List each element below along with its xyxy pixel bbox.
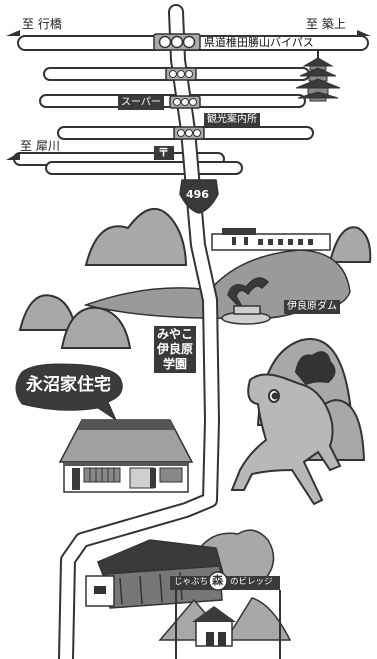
school-label-line-1: みやこ [157,327,194,341]
hill [60,306,132,349]
arrow-right-tsuiki [357,30,371,36]
pagoda-icon [295,50,341,102]
nagae-house-icon [58,419,194,493]
school-label: みやこ 伊良原 学園 [154,326,197,373]
deer-icon [230,351,342,506]
village-label-prefix: じゃぶち [174,577,209,587]
village-label-kanji: 森 [212,574,223,587]
route-shield [179,179,219,214]
school-label-line-3: 学園 [163,357,188,371]
school-label-line-2: 伊良原 [157,342,194,356]
hill [18,294,78,331]
hill [328,226,372,263]
dam-wall [211,228,331,251]
post-office-sign [154,146,174,160]
post-office-icon: 〒 [158,146,169,159]
bypass-road-label: 県道椎田勝山バイパス [204,36,314,49]
traffic-signals [153,33,205,140]
supermarket-label: スーパー [118,96,164,110]
village-label-suffix: のビレッジ [230,577,273,587]
dam-monument [221,277,271,325]
village-illustration [85,529,292,659]
direction-label-tsuiki: 至 築上 [306,17,346,31]
residence-label: 永沼家住宅 [26,375,111,395]
route-number: 496 [186,188,209,201]
residence-callout [15,363,123,422]
direction-label-gyohashi: 至 行橋 [22,17,62,31]
direction-label-honogawa: 至 犀川 [20,139,60,153]
tourist-info-label: 観光案内所 [204,113,260,127]
arrow-left-gyohashi [6,30,20,36]
dam-label: 伊良原ダム [284,300,340,314]
road-6 [45,161,243,175]
arrow-left-honogawa [6,152,20,160]
hill [84,207,188,266]
